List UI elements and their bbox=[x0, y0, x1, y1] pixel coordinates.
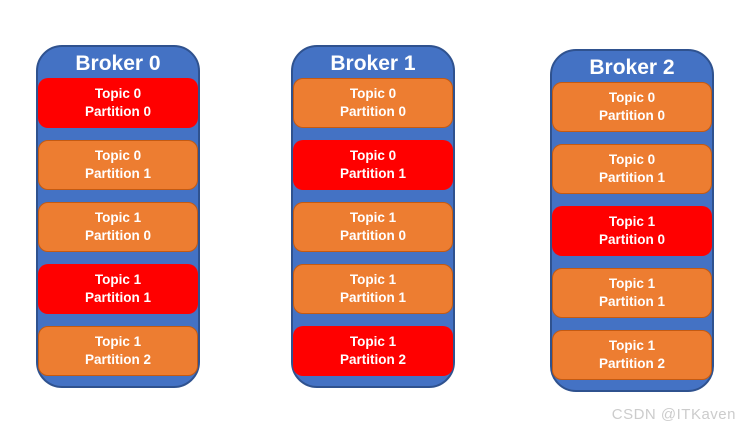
partition-topic-label: Topic 1 bbox=[94, 210, 142, 225]
partition-box: Topic 1 Partition 1 bbox=[293, 264, 453, 314]
partition-topic-label: Topic 0 bbox=[349, 148, 397, 163]
partition-topic-label: Topic 1 bbox=[94, 272, 142, 287]
partition-topic-label: Topic 0 bbox=[94, 86, 142, 101]
partition-number-label: Partition 1 bbox=[598, 170, 665, 185]
partition-box: Topic 0 Partition 1 bbox=[38, 140, 198, 190]
broker-title: Broker 0 bbox=[75, 52, 161, 75]
partition-box: Topic 0 Partition 0 bbox=[38, 78, 198, 128]
partition-box: Topic 1 Partition 1 bbox=[38, 264, 198, 314]
partition-box: Topic 1 Partition 0 bbox=[552, 206, 712, 256]
broker-card: Broker 2 Topic 0 Partition 0 Topic 0 Partiti… bbox=[550, 49, 714, 392]
partition-number-label: Partition 1 bbox=[598, 294, 665, 309]
partition-box: Topic 1 Partition 2 bbox=[293, 326, 453, 376]
partition-box: Topic 1 Partition 0 bbox=[293, 202, 453, 252]
partition-box: Topic 0 Partition 0 bbox=[293, 78, 453, 128]
kafka-broker-partition-diagram: Broker 0 Topic 0 Partition 0 Topic 0 Partiti… bbox=[36, 45, 714, 392]
broker-card: Broker 1 Topic 0 Partition 0 Topic 0 Partiti… bbox=[291, 45, 455, 388]
partition-topic-label: Topic 1 bbox=[349, 210, 397, 225]
partition-number-label: Partition 2 bbox=[84, 352, 151, 367]
partition-box: Topic 0 Partition 0 bbox=[552, 82, 712, 132]
partition-number-label: Partition 0 bbox=[84, 228, 151, 243]
partition-box: Topic 1 Partition 2 bbox=[38, 326, 198, 376]
partition-topic-label: Topic 1 bbox=[608, 214, 656, 229]
partition-number-label: Partition 1 bbox=[84, 290, 151, 305]
partition-number-label: Partition 0 bbox=[339, 104, 406, 119]
partition-topic-label: Topic 0 bbox=[94, 148, 142, 163]
partition-topic-label: Topic 1 bbox=[349, 334, 397, 349]
partition-topic-label: Topic 1 bbox=[608, 338, 656, 353]
broker-card: Broker 0 Topic 0 Partition 0 Topic 0 Partiti… bbox=[36, 45, 200, 388]
partition-number-label: Partition 2 bbox=[598, 356, 665, 371]
partition-number-label: Partition 1 bbox=[84, 166, 151, 181]
watermark: CSDN @ITKaven bbox=[611, 406, 736, 423]
partition-box: Topic 1 Partition 2 bbox=[552, 330, 712, 380]
partition-box: Topic 1 Partition 0 bbox=[38, 202, 198, 252]
partition-number-label: Partition 0 bbox=[339, 228, 406, 243]
partition-number-label: Partition 0 bbox=[84, 104, 151, 119]
partition-number-label: Partition 1 bbox=[339, 166, 406, 181]
partition-box: Topic 0 Partition 1 bbox=[552, 144, 712, 194]
broker-title: Broker 1 bbox=[330, 52, 416, 75]
partition-topic-label: Topic 0 bbox=[349, 86, 397, 101]
partition-number-label: Partition 2 bbox=[339, 352, 406, 367]
partition-topic-label: Topic 0 bbox=[608, 152, 656, 167]
partition-topic-label: Topic 1 bbox=[94, 334, 142, 349]
partition-number-label: Partition 0 bbox=[598, 108, 665, 123]
partition-topic-label: Topic 1 bbox=[608, 276, 656, 291]
partition-topic-label: Topic 0 bbox=[608, 90, 656, 105]
partition-number-label: Partition 0 bbox=[598, 232, 665, 247]
partition-topic-label: Topic 1 bbox=[349, 272, 397, 287]
broker-title: Broker 2 bbox=[589, 56, 675, 79]
partition-box: Topic 1 Partition 1 bbox=[552, 268, 712, 318]
partition-number-label: Partition 1 bbox=[339, 290, 406, 305]
partition-box: Topic 0 Partition 1 bbox=[293, 140, 453, 190]
